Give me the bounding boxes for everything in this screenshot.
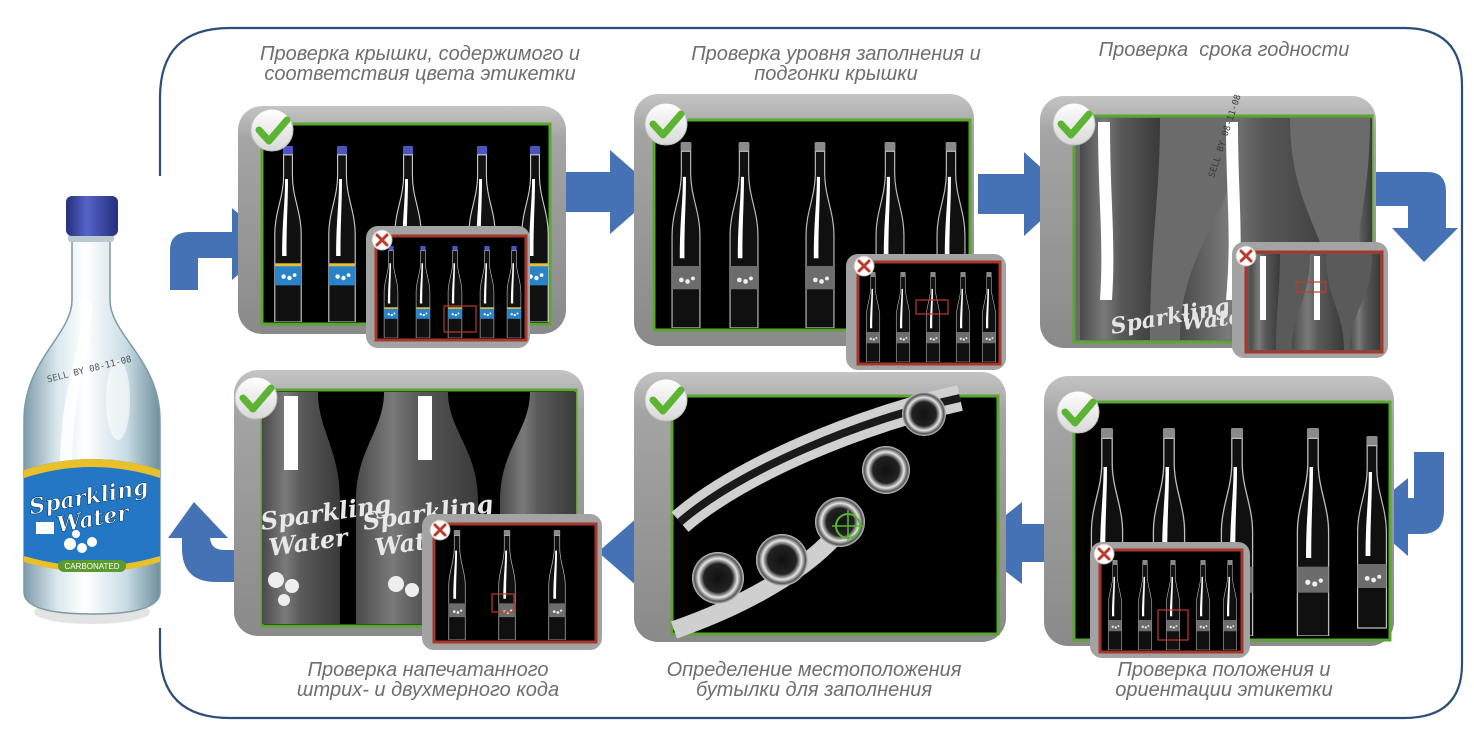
arrow-step1-to-step2 [566,150,658,234]
checkmark-icon [649,386,685,415]
inspection-image-star-wheel [671,385,963,639]
step-1-caption: Проверка крышки, содержимого и соответст… [210,44,630,84]
step-1-cap-content-label-color [238,106,566,348]
defect-inset [422,514,602,650]
step-5-caption: Определение местоположения бутылки для з… [624,660,1004,700]
bottle-highlight [60,300,130,470]
step-3-caption: Проверка срока годности [1046,40,1402,60]
cross-icon [1097,547,1111,561]
step-4-label-position-orientation [1044,376,1394,658]
step-2-caption-line2: подгонки крышки [754,63,918,85]
arrow-step6-to-step7 [598,510,666,594]
product-label: Sparkling Water CARBONATED [24,459,160,572]
step-6-barcode-2d-code: Sparkling Water Sparkling Water [234,370,602,650]
defect-inset [846,254,1006,370]
label-badge-text: CARBONATED [65,562,120,571]
product-bottle: SELL BY 08-11-08 Sparkling Water CARBONA… [23,196,161,624]
step-4-caption: Проверка положения и ориентации этикетки [1054,660,1394,700]
step-3-caption-line1: Проверка срока годности [1098,39,1350,61]
checkmark-icon [649,110,685,139]
arrow-step5-to-step6-right [970,502,1066,584]
step-2-caption-line1: Проверка уровня заполнения и [691,43,981,65]
cross-icon [1239,249,1253,263]
check-badge [644,378,688,422]
target-crosshair [832,510,864,542]
defect-inset [1232,242,1388,358]
check-badge [1052,102,1096,146]
arrow-step3-to-step4 [1356,172,1458,262]
step-1-caption-line1: Проверка крышки, содержимого и [259,43,581,65]
process-loop-border [158,26,1464,720]
defect-inset [366,226,530,348]
step-6-caption-line1: Проверка напечатанного [307,659,549,681]
step-5-caption-line1: Определение местоположения [666,659,962,681]
cross-icon [433,523,447,537]
checkmark-icon [1061,398,1097,427]
checkmark-icon [255,116,291,145]
step-6-caption: Проверка напечатанного штрих- и двухмерн… [250,660,606,700]
check-badge [1056,390,1100,434]
step-5-bottle-location-for-filling [634,372,1006,642]
step-6-caption-line2: штрих- и двухмерного кода [296,679,560,701]
step-2-fill-level-cap-fit [634,94,1006,370]
defect-inset [1090,542,1250,658]
checkmark-icon [1057,110,1093,139]
step-2-caption: Проверка уровня заполнения и подгонки кр… [636,44,1036,84]
step-4-caption-line2: ориентации этикетки [1115,679,1333,701]
step-3-expiry-date: SELL BY 08-11-08 Sparkling Water [1040,93,1388,358]
cross-icon [375,233,389,247]
check-badge [644,102,688,146]
step-1-caption-line2: соответствия цвета этикетки [264,63,576,85]
cross-icon [857,259,871,273]
checkmark-icon [239,384,275,413]
carbonated-badge [58,560,126,572]
step-4-caption-line1: Проверка положения и [1117,659,1331,681]
check-badge [234,376,278,420]
step-5-caption-line2: бутылки для заполнения [695,679,933,701]
check-badge [250,108,294,152]
